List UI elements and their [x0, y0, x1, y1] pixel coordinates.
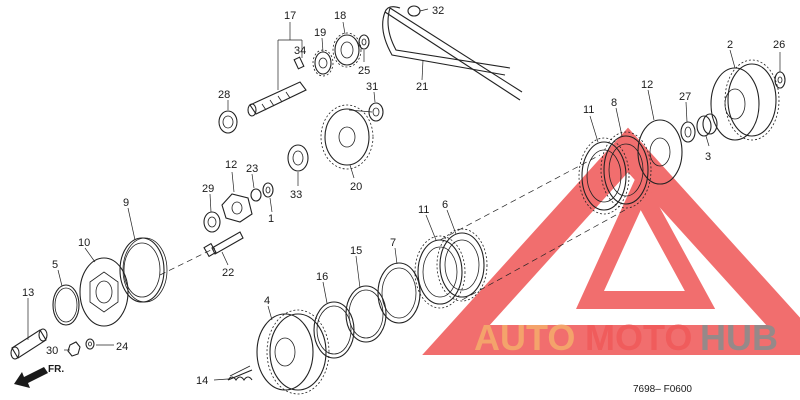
- friction-disc-11-upper: [578, 137, 630, 215]
- washer-26: [358, 34, 370, 50]
- callout-14: 13: [22, 287, 34, 299]
- callout-35: 34: [294, 45, 306, 57]
- callout-26: 25: [358, 65, 370, 77]
- callout-9: 9: [123, 197, 129, 209]
- callout-18: 17: [284, 10, 296, 22]
- bearing-32: [368, 102, 384, 122]
- clutch-plate-8: [600, 131, 652, 209]
- assembly-line: [159, 247, 216, 276]
- washer-25: [85, 338, 95, 350]
- callout-5: 5: [52, 259, 58, 271]
- callout-labels: 17 34 18 19 25 32 21 28 31 20 33 12 23 1…: [22, 5, 785, 395]
- callout-21: 20: [350, 181, 362, 193]
- callout-7: 7: [390, 237, 396, 249]
- callout-27: 26: [773, 39, 785, 51]
- callout-22: 21: [416, 81, 428, 93]
- callout-11-lower: 11: [418, 204, 429, 216]
- needle-bearing-3: [696, 113, 718, 137]
- spring-15: [227, 365, 253, 381]
- washer-28: [680, 121, 696, 143]
- callout-24: 23: [246, 163, 258, 175]
- gear-21: [320, 104, 374, 170]
- clutch-plate-7: [377, 262, 421, 324]
- lifter-plate-13: [221, 193, 253, 223]
- assembly-line: [461, 209, 626, 301]
- callout-23: 22: [222, 267, 234, 279]
- nut-31: [67, 341, 81, 357]
- clutch-outer-4: [256, 309, 330, 395]
- callout-20: 19: [314, 27, 326, 39]
- callout-15: 14: [196, 375, 208, 387]
- callout-2: 2: [727, 39, 733, 51]
- callout-16: 15: [350, 245, 362, 257]
- washer-1: [262, 182, 274, 198]
- callout-10: 10: [78, 237, 90, 249]
- countershaft: [247, 56, 307, 117]
- drive-chain: [382, 5, 523, 101]
- watermark-moto: MOTO: [585, 317, 692, 358]
- front-direction-label: FR.: [48, 364, 64, 375]
- callout-33: 32: [432, 5, 444, 17]
- callout-8: 8: [611, 97, 617, 109]
- bearing-29: [218, 110, 238, 134]
- figure-code: 7698– F0600: [633, 384, 692, 395]
- clutch-housing-2: [710, 59, 780, 141]
- callout-17: 16: [316, 271, 328, 283]
- callout-32: 31: [366, 81, 378, 93]
- bearing-34: [287, 144, 309, 172]
- bearing-30: [203, 211, 221, 233]
- callout-12: 12: [641, 79, 653, 91]
- callout-30: 29: [202, 183, 214, 195]
- callout-25: 24: [116, 341, 128, 353]
- callout-34: 33: [290, 189, 302, 201]
- clutch-center-10: [79, 257, 129, 327]
- mainshaft-14: [10, 328, 48, 360]
- callout-3: 3: [705, 151, 711, 163]
- ring-17: [313, 301, 355, 359]
- gear-19: [332, 32, 362, 68]
- leader-lines: [27, 8, 781, 381]
- callout-6: 6: [442, 199, 448, 211]
- gear-20: [312, 49, 334, 77]
- callout-13: 12: [225, 159, 237, 171]
- callout-28: 27: [679, 91, 691, 103]
- washer-27: [774, 71, 786, 89]
- front-direction-arrow: [14, 367, 48, 388]
- callout-4: 4: [264, 295, 270, 307]
- plate-12: [637, 119, 683, 185]
- pressure-plate-9: [119, 237, 168, 303]
- callout-19: 18: [334, 10, 346, 22]
- callout-29: 28: [218, 89, 230, 101]
- snap-ring-5: [52, 284, 80, 326]
- watermark-auto: AUTO: [474, 317, 575, 358]
- friction-disc-6: [436, 228, 488, 302]
- ring-16: [345, 285, 387, 343]
- callout-11-upper: 11: [583, 104, 594, 116]
- watermark-hub: HUB: [700, 317, 778, 358]
- bolt-23: [203, 231, 244, 258]
- callout-31: 30: [46, 345, 58, 357]
- collar-24: [250, 188, 262, 202]
- assembly-line: [439, 154, 601, 241]
- callout-1: 1: [268, 213, 274, 225]
- watermark-logo: [422, 127, 800, 355]
- watermark-text: AUTO MOTO HUB: [474, 317, 778, 358]
